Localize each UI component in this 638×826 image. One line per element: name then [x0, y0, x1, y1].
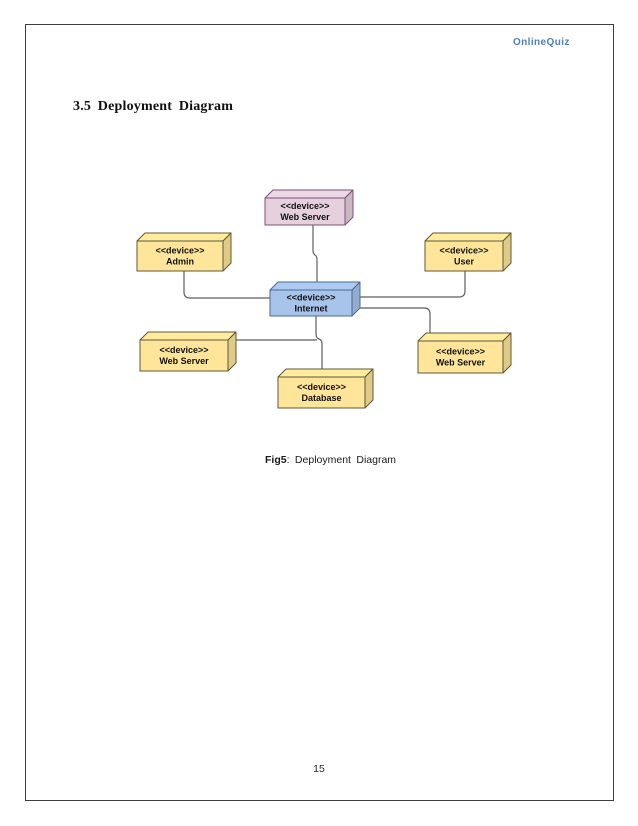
figure-caption-label: Fig5 — [265, 454, 287, 466]
node-front-face — [264, 197, 346, 226]
figure-caption-text: : Deployment Diagram — [286, 454, 397, 466]
node-top-face — [277, 368, 374, 378]
node-label: Web Server — [159, 356, 209, 366]
node-label: Internet — [294, 304, 327, 314]
node-label: Admin — [166, 257, 194, 267]
node-admin: <<device>>Admin — [136, 232, 232, 272]
node-top-face — [264, 189, 354, 199]
node-front-face — [417, 340, 504, 374]
node-web-server-top: <<device>>Web Server — [264, 189, 354, 226]
edge-admin-to-internet — [183, 271, 270, 299]
edge-internet-to-database — [315, 316, 323, 377]
node-stereotype: <<device>> — [297, 382, 346, 392]
node-front-face — [277, 376, 366, 409]
section-title: 3.5 Deployment Diagram — [73, 99, 234, 114]
node-internet: <<device>>Internet — [269, 281, 361, 317]
node-top-face — [136, 232, 232, 242]
node-label: Web Server — [280, 212, 330, 222]
node-top-face — [424, 232, 512, 242]
node-stereotype: <<device>> — [436, 347, 485, 357]
page-border — [25, 24, 614, 801]
node-label: Database — [301, 393, 341, 403]
node-web-server-left: <<device>>Web Server — [139, 331, 237, 372]
node-web-server-right: <<device>>Web Server — [417, 332, 512, 374]
edge-webserver-top-to-internet — [312, 225, 318, 290]
node-database: <<device>>Database — [277, 368, 374, 409]
document-header-brand: OnlineQuiz — [513, 37, 570, 48]
node-stereotype: <<device>> — [155, 246, 204, 256]
node-label: Web Server — [436, 358, 486, 368]
node-top-face — [417, 332, 512, 342]
node-stereotype: <<device>> — [280, 201, 329, 211]
node-top-face — [269, 281, 361, 291]
page-number: 15 — [313, 763, 325, 775]
node-stereotype: <<device>> — [159, 345, 208, 355]
node-label: User — [454, 257, 475, 267]
node-top-face — [139, 331, 237, 341]
node-front-face — [424, 240, 504, 272]
figure-caption: Fig5: Deployment Diagram — [265, 454, 396, 466]
node-stereotype: <<device>> — [286, 293, 335, 303]
node-front-face — [139, 339, 229, 372]
node-user: <<device>>User — [424, 232, 512, 272]
node-stereotype: <<device>> — [439, 246, 488, 256]
edge-internet-to-webserver-right — [360, 307, 431, 348]
edge-user-to-internet — [360, 271, 466, 298]
node-front-face — [136, 240, 224, 272]
node-front-face — [269, 289, 353, 317]
